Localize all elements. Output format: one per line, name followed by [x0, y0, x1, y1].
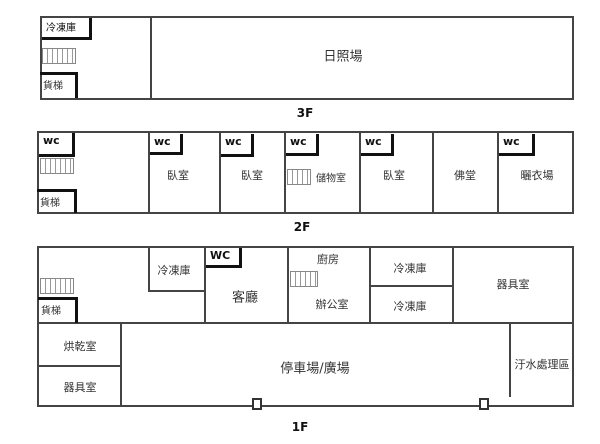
- sewage-treatment: 汙水處理區: [514, 358, 570, 371]
- wall: [497, 131, 499, 214]
- elevator-3f: 貨梯: [40, 72, 78, 98]
- buddha-hall: 佛堂: [454, 169, 476, 182]
- drying-yard: 曬衣場: [520, 169, 554, 182]
- wall: [359, 131, 361, 214]
- freezer-3f: 冷凍庫: [42, 18, 92, 40]
- wall: [509, 322, 511, 397]
- wc-2f: wc: [221, 134, 254, 157]
- dryer-room: 烘乾室: [63, 340, 97, 353]
- bedroom: 臥室: [167, 169, 189, 182]
- wall: [148, 246, 150, 291]
- wc-2f: wc: [361, 134, 394, 156]
- wc-2f: wc: [150, 134, 183, 155]
- floor-2f-outline: [37, 131, 574, 214]
- wall: [432, 131, 434, 214]
- wall: [369, 246, 371, 323]
- elevator-1f: 貨梯: [38, 297, 78, 323]
- wall: [148, 131, 150, 214]
- gate-post: [252, 398, 262, 410]
- floor-label-2f: 2F: [293, 220, 311, 234]
- wc-1f: WC: [206, 248, 242, 268]
- wc-2f: wc: [39, 133, 75, 157]
- office: 辦公室: [315, 298, 349, 311]
- wall: [120, 322, 122, 407]
- wall: [204, 246, 206, 323]
- gate-post: [479, 398, 489, 410]
- kitchen: 廚房: [317, 253, 339, 266]
- equipment-room: 器具室: [63, 381, 97, 394]
- freezer: 冷凍庫: [393, 262, 427, 275]
- freezer: 冷凍庫: [393, 300, 427, 313]
- wall: [148, 290, 205, 292]
- wall: [369, 285, 452, 287]
- wall: [284, 131, 286, 214]
- wall: [37, 322, 574, 324]
- wc-2f: wc: [286, 134, 319, 156]
- elevator-2f: 貨梯: [37, 189, 77, 213]
- wall: [37, 365, 121, 367]
- floor-1f-outline: [37, 246, 574, 407]
- sun-yard: 日照場: [323, 49, 363, 65]
- stairs-icon: [40, 278, 74, 294]
- parking-plaza: 停車場/廣場: [280, 361, 350, 377]
- stairs-icon: [287, 169, 311, 185]
- wall: [452, 246, 454, 323]
- wall: [150, 16, 152, 100]
- stairs-icon: [42, 48, 76, 64]
- equipment-room: 器具室: [496, 278, 530, 291]
- floor-label-3f: 3F: [296, 106, 314, 120]
- freezer: 冷凍庫: [157, 264, 191, 277]
- stairs-icon: [40, 158, 74, 174]
- floor-3f-outline: [40, 16, 574, 100]
- bedroom: 臥室: [383, 169, 405, 182]
- stairs-icon: [290, 271, 318, 287]
- living-room: 客廳: [231, 290, 259, 306]
- wall: [219, 131, 221, 214]
- bedroom: 臥室: [241, 169, 263, 182]
- storage-room: 儲物室: [316, 173, 346, 185]
- wall: [287, 246, 289, 323]
- wc-2f: wc: [499, 134, 535, 156]
- floor-label-1f: 1F: [291, 420, 309, 434]
